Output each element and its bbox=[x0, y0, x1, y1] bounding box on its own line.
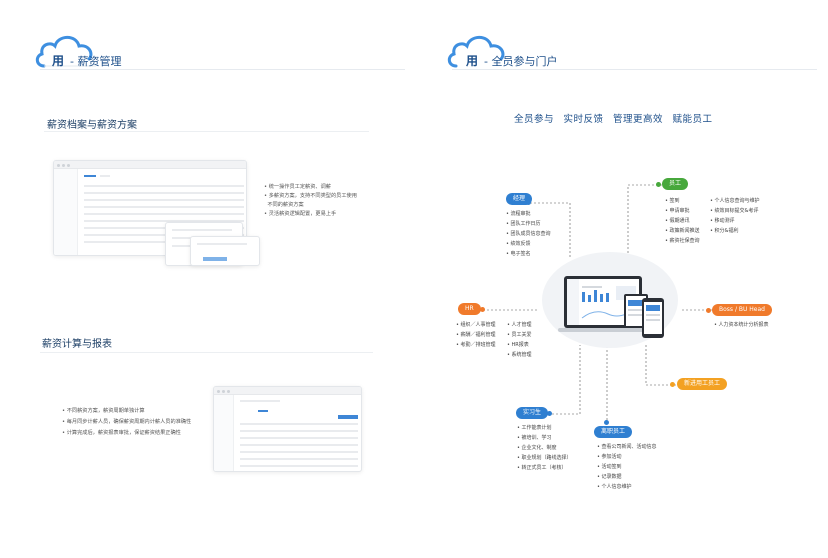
list-item: 职业规划（路线选择） bbox=[517, 453, 572, 463]
list-item: 个人信息查询与维护 bbox=[710, 196, 760, 206]
list-item: 申请审批 bbox=[665, 206, 700, 216]
header-title: - 全员参与门户 bbox=[484, 55, 558, 68]
section-title-salary-archive: 薪资档案与薪资方案 bbox=[47, 120, 137, 131]
role-manager-badge: 经理 bbox=[506, 193, 533, 205]
connector-dot bbox=[547, 411, 552, 416]
cloud-logo-icon bbox=[447, 35, 505, 68]
list-item: 绩效反馈 bbox=[506, 239, 551, 249]
list-item: 组织／人事管理 bbox=[456, 320, 496, 330]
list-item: 转正式员工（考核） bbox=[517, 463, 572, 473]
list-item: • 计算完成后，薪资报表审批，保证薪资结果正确性 bbox=[62, 430, 181, 436]
list-item: 流程审批 bbox=[506, 209, 551, 219]
list-item: 人才管理 bbox=[507, 320, 532, 330]
devices-illustration bbox=[542, 252, 678, 348]
list-item: 薪资社保查询 bbox=[665, 236, 700, 246]
header-title: - 薪资管理 bbox=[70, 55, 122, 68]
list-item: 参加活动 bbox=[597, 452, 657, 462]
list-item: 考勤／排班管理 bbox=[456, 340, 496, 350]
connector-dot bbox=[604, 420, 609, 425]
connector-dot bbox=[480, 307, 485, 312]
header-divider bbox=[452, 69, 817, 70]
role-employee-badge: 员工 bbox=[662, 178, 689, 190]
list-item: 人力资本统计分析报表 bbox=[714, 320, 769, 330]
section-title-salary-calc: 薪资计算与报表 bbox=[42, 339, 112, 350]
list-item: 签到 bbox=[665, 196, 700, 206]
salary-archive-bullets: • 统一操作员工定薪资、调薪 • 多薪资方案，支持不同类型的员工使用 不同的薪资… bbox=[264, 183, 357, 219]
list-item: 员工关爱 bbox=[507, 330, 532, 340]
list-item: 薪酬／福利管理 bbox=[456, 330, 496, 340]
list-item: 查看公司新闻、活动信息 bbox=[597, 442, 657, 452]
list-item: 电子签名 bbox=[506, 249, 551, 259]
list-item: 不同的薪资方案 bbox=[267, 202, 304, 208]
portal-tagline: 全员参与 实时反馈 管理更高效 赋能员工 bbox=[514, 114, 713, 125]
list-item: • 多薪资方案，支持不同类型的员工使用 bbox=[264, 193, 357, 199]
role-offboarding-badge: 离职员工 bbox=[594, 426, 633, 438]
list-item: 绩效目标提交&考评 bbox=[710, 206, 760, 216]
salary-popup-screenshot-2 bbox=[190, 236, 260, 266]
role-employee-list-2: 个人信息查询与维护 绩效目标提交&考评 移动测评 积分&福利 bbox=[710, 196, 760, 236]
list-item: 被培训、学习 bbox=[517, 433, 572, 443]
salary-calc-bullets: • 不同薪资方案，薪资周期单独计算 • 每月同步计薪人员，确保薪资周期内计薪人员… bbox=[62, 406, 191, 439]
role-intern-list: 工作能表计划 被培训、学习 企业文化、制度 职业规划（路线选择） 转正式员工（考… bbox=[517, 423, 572, 473]
role-hr-badge: HR bbox=[458, 303, 481, 315]
salary-calc-screenshot bbox=[213, 386, 362, 472]
list-item: 企业文化、制度 bbox=[517, 443, 572, 453]
page-header-portal: 用 - 全员参与门户 bbox=[466, 52, 557, 69]
header-divider bbox=[40, 69, 405, 70]
section-divider bbox=[40, 352, 373, 353]
connector-dot bbox=[526, 200, 531, 205]
role-manager-list: 流程审批 团队工作日历 团队成员信息查询 绩效反馈 电子签名 bbox=[506, 209, 551, 259]
connector-dot bbox=[656, 182, 661, 187]
header-prefix: 用 bbox=[52, 54, 65, 68]
list-item: 积分&福利 bbox=[710, 226, 760, 236]
list-item: • 灵活薪资逻辑配置，更易上手 bbox=[264, 211, 337, 217]
list-item: 政策新闻推送 bbox=[665, 226, 700, 236]
list-item: • 每月同步计薪人员，确保薪资周期内计薪人员的准确性 bbox=[62, 419, 192, 425]
list-item: • 不同薪资方案，薪资周期单独计算 bbox=[62, 408, 145, 414]
role-hr-list-1: 组织／人事管理 薪酬／福利管理 考勤／排班管理 bbox=[456, 320, 496, 350]
list-item: 假期通讯 bbox=[665, 216, 700, 226]
salary-archive-screenshot bbox=[53, 160, 247, 256]
list-item: HR报表 bbox=[507, 340, 532, 350]
role-offboarding-list: 查看公司新闻、活动信息 参加活动 活动签到 记录数据 个人信息维护 bbox=[597, 442, 657, 492]
role-hr-list-2: 人才管理 员工关爱 HR报表 系统管理 bbox=[507, 320, 532, 360]
role-boss-list: 人力资本统计分析报表 bbox=[714, 320, 769, 330]
header-prefix: 用 bbox=[466, 54, 479, 68]
list-item: 个人信息维护 bbox=[597, 482, 657, 492]
list-item: 记录数据 bbox=[597, 472, 657, 482]
list-item: 系统管理 bbox=[507, 350, 532, 360]
connector-dot bbox=[670, 382, 675, 387]
list-item: 移动测评 bbox=[710, 216, 760, 226]
role-intern-badge: 实习生 bbox=[516, 407, 549, 419]
role-employee-list-1: 签到 申请审批 假期通讯 政策新闻推送 薪资社保查询 bbox=[665, 196, 700, 246]
list-item: 团队成员信息查询 bbox=[506, 229, 551, 239]
list-item: • 统一操作员工定薪资、调薪 bbox=[264, 184, 331, 190]
role-onboarding-badge: 新进用工员工 bbox=[677, 378, 728, 390]
list-item: 活动签到 bbox=[597, 462, 657, 472]
connector-dot bbox=[706, 308, 711, 313]
section-divider bbox=[44, 131, 369, 132]
list-item: 工作能表计划 bbox=[517, 423, 572, 433]
page-header-salary: 用 - 薪资管理 bbox=[52, 52, 121, 69]
list-item: 团队工作日历 bbox=[506, 219, 551, 229]
role-boss-badge: Boss / BU Head bbox=[712, 304, 772, 316]
cloud-logo-icon bbox=[35, 35, 96, 68]
